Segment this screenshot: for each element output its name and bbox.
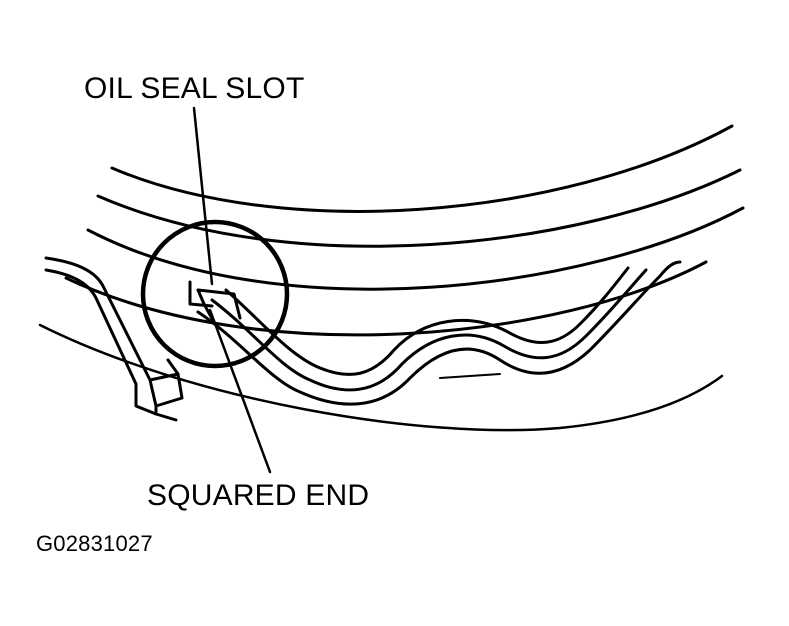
bore-inner-line bbox=[439, 373, 501, 379]
ring-edge-3 bbox=[86, 206, 745, 291]
wavy-expander-spring bbox=[196, 260, 682, 406]
squared-end-tab bbox=[188, 280, 242, 324]
oil-seal-slot-label: OIL SEAL SLOT bbox=[84, 72, 305, 105]
figure-id-label: G02831027 bbox=[36, 531, 153, 556]
oil-seal-slot-highlight-circle bbox=[140, 219, 290, 369]
oil-seal-slot-leader-line bbox=[192, 106, 214, 286]
ring-edge-2 bbox=[96, 168, 742, 248]
squared-end-leader-line bbox=[208, 308, 272, 474]
ring-edge-4 bbox=[64, 260, 708, 337]
ring-edge-1 bbox=[110, 124, 734, 213]
bore-outline bbox=[38, 323, 724, 432]
spring-clip bbox=[44, 256, 184, 422]
seal-ring-outer-edges bbox=[64, 124, 745, 337]
squared-end-label: SQUARED END bbox=[147, 479, 370, 512]
